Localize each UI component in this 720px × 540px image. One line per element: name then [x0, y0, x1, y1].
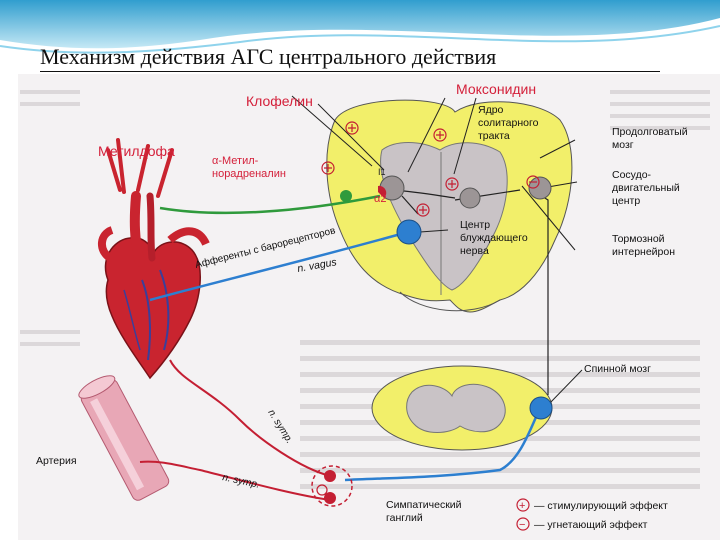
label-nucleus-2: солитарного: [478, 117, 539, 129]
label-vasomotor-3: центр: [612, 195, 640, 207]
label-metildopa: Метилдофа: [98, 143, 175, 159]
header-wave: [0, 0, 720, 54]
legend-inhib-text: — угнетающий эффект: [534, 519, 648, 531]
effect-markers: [316, 121, 540, 496]
spinal-cord-section: [371, 365, 553, 451]
label-vagus-center-2: блуждающего: [460, 232, 528, 244]
label-alpha2: α2: [374, 193, 386, 205]
green-afferent-nerve: [159, 194, 381, 215]
label-vasomotor-1: Сосудо-: [612, 169, 652, 181]
label-ganglion-2: ганглий: [386, 512, 423, 524]
label-artery: Артерия: [36, 455, 77, 467]
spinal-to-ganglion-nerve: [344, 407, 542, 482]
heart-illustration: [98, 138, 210, 380]
label-alpha-methyl-1: α-Метил-: [212, 155, 259, 167]
legend-stim-text: — стимулирующий эффект: [534, 500, 668, 512]
slide-title: Механизм действия АГС центрального дейст…: [40, 44, 497, 69]
artery-illustration: [78, 375, 170, 501]
green-receptor-dot: [340, 190, 352, 202]
neuron-cells: [311, 175, 553, 507]
label-spinal: Спинной мозг: [584, 363, 651, 375]
symp-nerve-heart: [169, 359, 331, 477]
label-nucleus-1: Ядро: [478, 104, 504, 116]
legend-inhib-symbol: −: [519, 519, 525, 531]
legend-inhib-icon: [516, 517, 530, 531]
symp-nerve-artery: [139, 460, 331, 501]
label-inhib-1: Тормозной: [612, 233, 665, 245]
vagus-center-neuron: [396, 219, 422, 245]
nerve-paths: [139, 95, 583, 501]
label-ganglion-1: Симпатический: [386, 499, 462, 511]
label-klofelin: Клофелин: [246, 93, 313, 109]
legend: + — стимулирующий эффект − — угнетающий …: [516, 498, 668, 531]
label-alpha-methyl-2: норадреналин: [212, 168, 286, 180]
label-vagus-center-3: нерва: [460, 245, 489, 257]
medulla-section: [326, 99, 573, 313]
legend-stim-symbol: +: [519, 500, 525, 512]
effect-signs: [324, 124, 537, 214]
label-inhib-2: интернейрон: [612, 246, 675, 258]
vagus-nerve: [149, 230, 409, 302]
label-nucleus-3: тракта: [478, 130, 510, 142]
label-moksonidin: Моксонидин: [456, 81, 536, 97]
ganglion-neuron-1: [324, 470, 336, 482]
label-medulla-1: Продолговатый: [612, 126, 688, 138]
spinal-neuron: [529, 396, 553, 420]
legend-stim-icon: [516, 498, 530, 512]
label-medulla-2: мозг: [612, 139, 634, 151]
label-vagus-center-1: Центр: [460, 219, 490, 231]
ganglion-neuron-2: [324, 492, 336, 504]
ganglion-outline: [311, 465, 353, 507]
title-underline: [40, 71, 660, 72]
nts-neuron-right: [459, 187, 481, 209]
label-i1: I1: [378, 167, 386, 177]
mechanism-diagram: Клофелин Моксонидин Метилдофа α-Метил- н…: [18, 74, 720, 540]
label-vasomotor-2: двигательный: [612, 182, 680, 194]
